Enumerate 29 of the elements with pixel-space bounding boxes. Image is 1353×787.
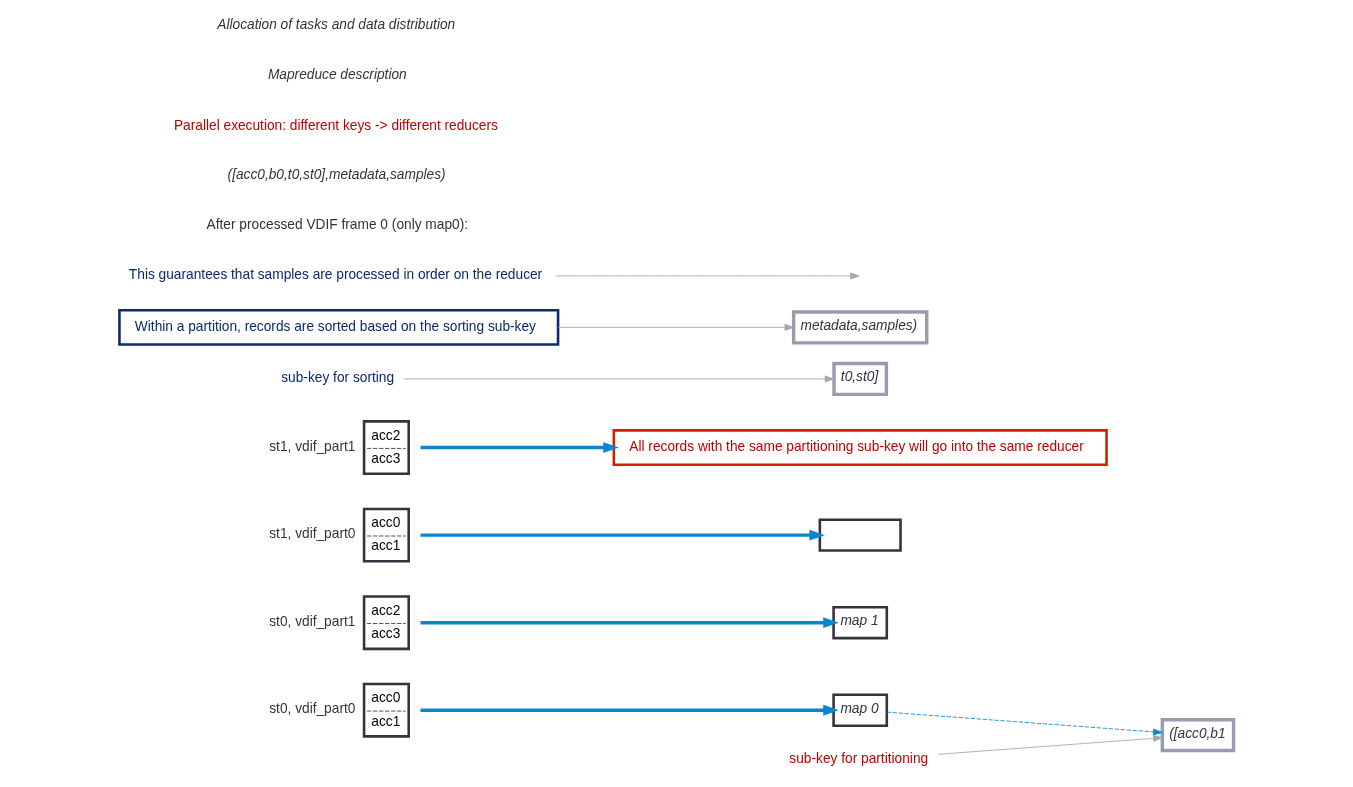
node-box	[818, 518, 902, 552]
arrow	[420, 442, 619, 453]
node-box: Within a partition, records are sorted based on the sorting sub-key	[118, 308, 560, 346]
node-box: ([acc0,b1	[1160, 717, 1236, 753]
node-label: st0, vdif_part0	[269, 701, 356, 717]
arrow	[420, 704, 839, 716]
label: Allocation of tasks and data distribution	[217, 17, 456, 33]
node-text: sub-key for sorting	[281, 370, 395, 386]
node-label: st1, vdif_part0	[269, 526, 356, 542]
label: Mapreduce description	[267, 67, 407, 83]
arrow	[557, 323, 794, 331]
arrow	[937, 734, 1163, 755]
arrow	[420, 529, 825, 541]
label: Parallel execution: different keys -> different reducers	[173, 117, 498, 133]
node-text: sub-key for partitioning	[789, 751, 929, 767]
node-label: st1, vdif_part1	[269, 438, 356, 454]
node-box: map 1	[832, 605, 889, 640]
arrow	[402, 375, 835, 383]
node-box: metadata,samples)	[791, 310, 929, 345]
arrow	[886, 711, 1163, 736]
node-text: This guarantees that samples are processed in order on the reducer	[128, 267, 543, 283]
node-box: All records with the same partitioning sub-key will go into the same reducer	[612, 429, 1108, 467]
node-box: map 0	[832, 693, 889, 727]
arrow	[420, 617, 839, 629]
label: After processed VDIF frame 0 (only map0):	[206, 217, 469, 233]
node-box: t0,st0]	[832, 361, 889, 397]
node-label: st0, vdif_part1	[269, 613, 356, 629]
arrow	[555, 272, 860, 280]
label: ([acc0,b0,t0,st0],metadata,samples)	[227, 166, 446, 182]
